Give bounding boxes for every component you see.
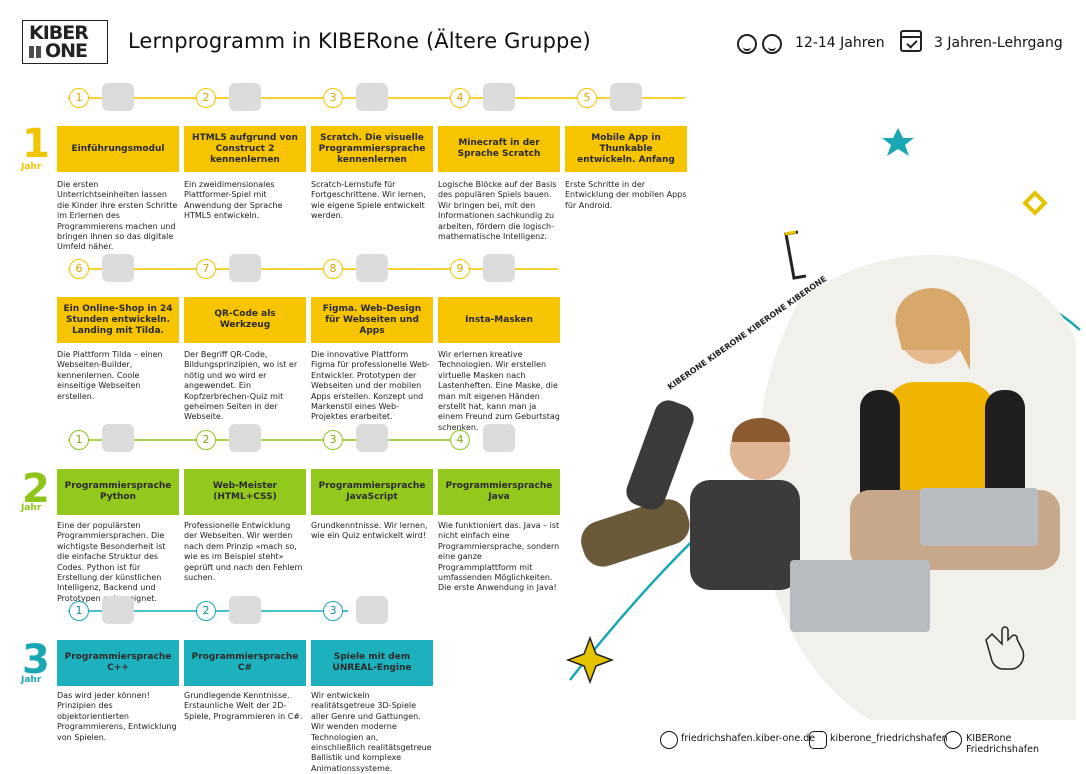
year-number: 3 bbox=[22, 637, 50, 683]
step-number: 3 bbox=[323, 430, 343, 450]
module-title: Figma. Web-Design für Webseiten und Apps bbox=[311, 297, 433, 343]
java-icon bbox=[483, 424, 515, 452]
keyboard-icon bbox=[102, 83, 134, 111]
step-number: 7 bbox=[196, 259, 216, 279]
facebook-icon bbox=[944, 731, 962, 749]
step-number: 1 bbox=[69, 88, 89, 108]
year-label: Jahr bbox=[21, 675, 42, 685]
timeline-line bbox=[68, 268, 558, 270]
module-description: Ein zweidimensionales Plattformer-Spiel … bbox=[184, 180, 283, 221]
kiberone-logo: KIBER ONE bbox=[22, 20, 108, 64]
module-title: Programmiersprache Java bbox=[438, 469, 560, 515]
module-description: Wie funktioniert das. Java – ist nicht e… bbox=[438, 521, 560, 593]
module-description: Professionelle Entwicklung der Webseiten… bbox=[184, 521, 303, 583]
module-description: Die innovative Plattform Figma für profe… bbox=[311, 350, 430, 422]
module-description: Grundkenntnisse. Wir lernen, wie ein Qui… bbox=[311, 521, 428, 541]
bracket-icon bbox=[784, 230, 797, 236]
diamond-icon bbox=[1022, 190, 1048, 216]
module-description: Der Begriff QR-Code, Bildungsprinzipien,… bbox=[184, 350, 298, 422]
step-number: 1 bbox=[69, 430, 89, 450]
thunkable-icon bbox=[610, 83, 642, 111]
module-title: Ein Online-Shop in 24 Stunden entwickeln… bbox=[57, 297, 179, 343]
module-title: Programmiersprache C# bbox=[184, 640, 306, 686]
cursor-hand-icon bbox=[985, 626, 1025, 670]
html-css-icon bbox=[229, 424, 261, 452]
module-title: Programmiersprache JavaScript bbox=[311, 469, 433, 515]
module-description: Die Plattform Tilda – einen Webseiten-Bu… bbox=[57, 350, 163, 401]
step-number: 4 bbox=[450, 430, 470, 450]
step-number: 3 bbox=[323, 601, 343, 621]
step-number: 8 bbox=[323, 259, 343, 279]
logo-line1: KIBER bbox=[29, 22, 89, 44]
gear-icon bbox=[229, 83, 261, 111]
step-number: 1 bbox=[69, 601, 89, 621]
module-title: HTML5 aufgrund von Construct 2 kennenler… bbox=[184, 126, 306, 172]
logo-line2: ONE bbox=[45, 40, 88, 62]
website-link[interactable]: friedrichshafen.kiber-one.de bbox=[681, 733, 816, 744]
js-icon bbox=[356, 424, 388, 452]
age-range: 12-14 Jahren bbox=[795, 35, 885, 51]
timeline-line bbox=[68, 439, 468, 441]
facebook-handle[interactable]: KIBERone Friedrichshafen bbox=[966, 733, 1039, 755]
step-number: 2 bbox=[196, 601, 216, 621]
step-number: 9 bbox=[450, 259, 470, 279]
calendar-icon bbox=[900, 30, 922, 52]
page-title: Lernprogramm in KIBERone (Ältere Gruppe) bbox=[128, 29, 591, 53]
logo-qr-icon bbox=[29, 46, 41, 58]
kid-face-icon bbox=[762, 34, 782, 54]
step-number: 2 bbox=[196, 430, 216, 450]
module-description: Eine der populärsten Programmiersprachen… bbox=[57, 521, 166, 603]
year-label: Jahr bbox=[21, 503, 42, 513]
instagram-icon bbox=[809, 731, 827, 749]
module-title: Mobile App in Thunkable entwickeln. Anfa… bbox=[565, 126, 687, 172]
module-title: Programmiersprache Python bbox=[57, 469, 179, 515]
module-title: Minecraft in der Sprache Scratch bbox=[438, 126, 560, 172]
module-description: Grundlegende Kenntnisse. Erstaunliche We… bbox=[184, 691, 303, 721]
cpp-icon bbox=[102, 596, 134, 624]
decor-graphics: KIBERONE KIBERONE KIBERONE KIBERONE bbox=[565, 128, 1081, 721]
python-icon bbox=[102, 424, 134, 452]
step-number: 4 bbox=[450, 88, 470, 108]
csharp-icon bbox=[229, 596, 261, 624]
unreal-icon bbox=[356, 596, 388, 624]
course-duration: 3 Jahren-Lehrgang bbox=[934, 35, 1063, 51]
module-title: Einführungsmodul bbox=[57, 126, 179, 172]
module-title: Spiele mit dem UNREAL-Engine bbox=[311, 640, 433, 686]
qr-code-icon bbox=[229, 254, 261, 282]
module-description: Wir entwickeln realitätsgetreue 3D-Spiel… bbox=[311, 691, 432, 773]
module-description: Erste Schritte in der Entwicklung der mo… bbox=[565, 180, 687, 210]
module-description: Wir erlernen kreative Technologien. Wir … bbox=[438, 350, 560, 432]
step-number: 6 bbox=[69, 259, 89, 279]
module-title: Insta-Masken bbox=[438, 297, 560, 343]
step-number: 2 bbox=[196, 88, 216, 108]
year-number: 2 bbox=[22, 466, 50, 512]
minecraft-icon bbox=[483, 83, 515, 111]
year-label: Jahr bbox=[21, 162, 42, 172]
instagram-icon bbox=[483, 254, 515, 282]
kid-face-icon bbox=[737, 34, 757, 54]
module-description: Die ersten Unterrichtseinheiten lassen d… bbox=[57, 180, 178, 252]
tilda-icon bbox=[102, 254, 134, 282]
module-description: Scratch-Lernstufe für Fortgeschrittene. … bbox=[311, 180, 426, 221]
globe-icon bbox=[660, 731, 678, 749]
module-title: QR-Code als Werkzeug bbox=[184, 297, 306, 343]
bracket-icon bbox=[784, 230, 807, 280]
year-number: 1 bbox=[22, 121, 50, 167]
module-title: Scratch. Die visuelle Programmiersprache… bbox=[311, 126, 433, 172]
module-description: Das wird jeder können! Prinzipien des ob… bbox=[57, 691, 177, 742]
instagram-handle[interactable]: kiberone_friedrichshafen bbox=[830, 733, 948, 744]
step-number: 5 bbox=[577, 88, 597, 108]
module-title: Web-Meister (HTML+CSS) bbox=[184, 469, 306, 515]
star-icon bbox=[882, 128, 914, 156]
scratch-cat-icon bbox=[356, 83, 388, 111]
step-number: 3 bbox=[323, 88, 343, 108]
module-description: Logische Blöcke auf der Basis des populä… bbox=[438, 180, 557, 242]
module-title: Programmiersprache C++ bbox=[57, 640, 179, 686]
figma-icon bbox=[356, 254, 388, 282]
sparkle-icon bbox=[565, 635, 615, 685]
